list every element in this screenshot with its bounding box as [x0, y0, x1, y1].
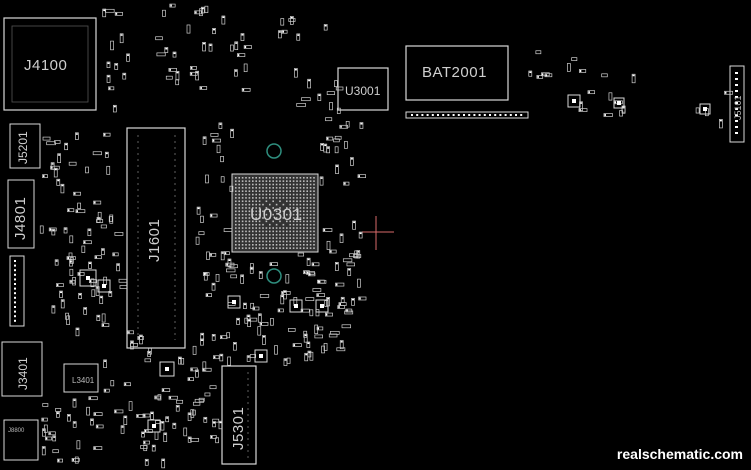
label-j1601: J1601 [146, 218, 163, 262]
component-j5301[interactable] [221, 365, 257, 465]
component-u3001[interactable] [337, 67, 389, 111]
label-j5201: J5201 [16, 131, 30, 164]
label-j4801: J4801 [12, 196, 29, 240]
fiducial-bottom [266, 268, 282, 284]
component-j4100[interactable] [3, 17, 97, 111]
watermark: realschematic.com [616, 446, 743, 462]
crosshair-cursor-icon [362, 216, 394, 250]
label-u3001: U3001 [345, 84, 381, 98]
label-j4100: J4100 [24, 57, 68, 74]
label-j8800: J8800 [8, 428, 25, 434]
component-l3401[interactable] [63, 363, 99, 393]
component-connector-left[interactable] [9, 255, 25, 327]
label-bat2001: BAT2001 [422, 64, 487, 81]
component-j5201[interactable] [9, 123, 41, 169]
label-j5101: J5101 [733, 95, 743, 120]
component-u0301[interactable] [231, 173, 319, 253]
fiducial-top [266, 143, 282, 159]
component-bat2001[interactable] [405, 45, 529, 119]
label-l3401: L3401 [72, 376, 95, 385]
component-j4801[interactable] [7, 179, 35, 249]
label-u0301: U0301 [250, 205, 303, 224]
passive-components [14, 3, 738, 469]
component-j5101[interactable] [729, 65, 745, 143]
label-j5301: J5301 [230, 406, 247, 450]
component-j3401[interactable] [1, 341, 43, 397]
component-j1601[interactable] [126, 127, 186, 349]
component-j8800[interactable] [3, 419, 39, 461]
label-j3401: J3401 [16, 357, 30, 390]
